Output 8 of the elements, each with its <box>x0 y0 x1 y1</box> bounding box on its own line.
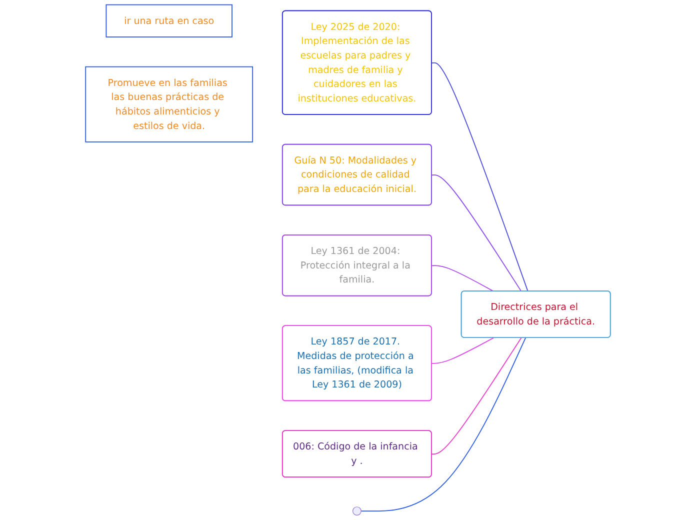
connector <box>360 337 526 512</box>
node-box: Promueve en las familias las buenas prácticas de hábitos alimenticios y estilos de vida. <box>85 66 254 142</box>
connector <box>431 62 528 292</box>
connector <box>431 174 522 292</box>
connector <box>431 265 494 292</box>
node-box: ir una ruta en caso <box>106 4 232 38</box>
connector <box>431 337 494 364</box>
connector <box>431 337 522 455</box>
